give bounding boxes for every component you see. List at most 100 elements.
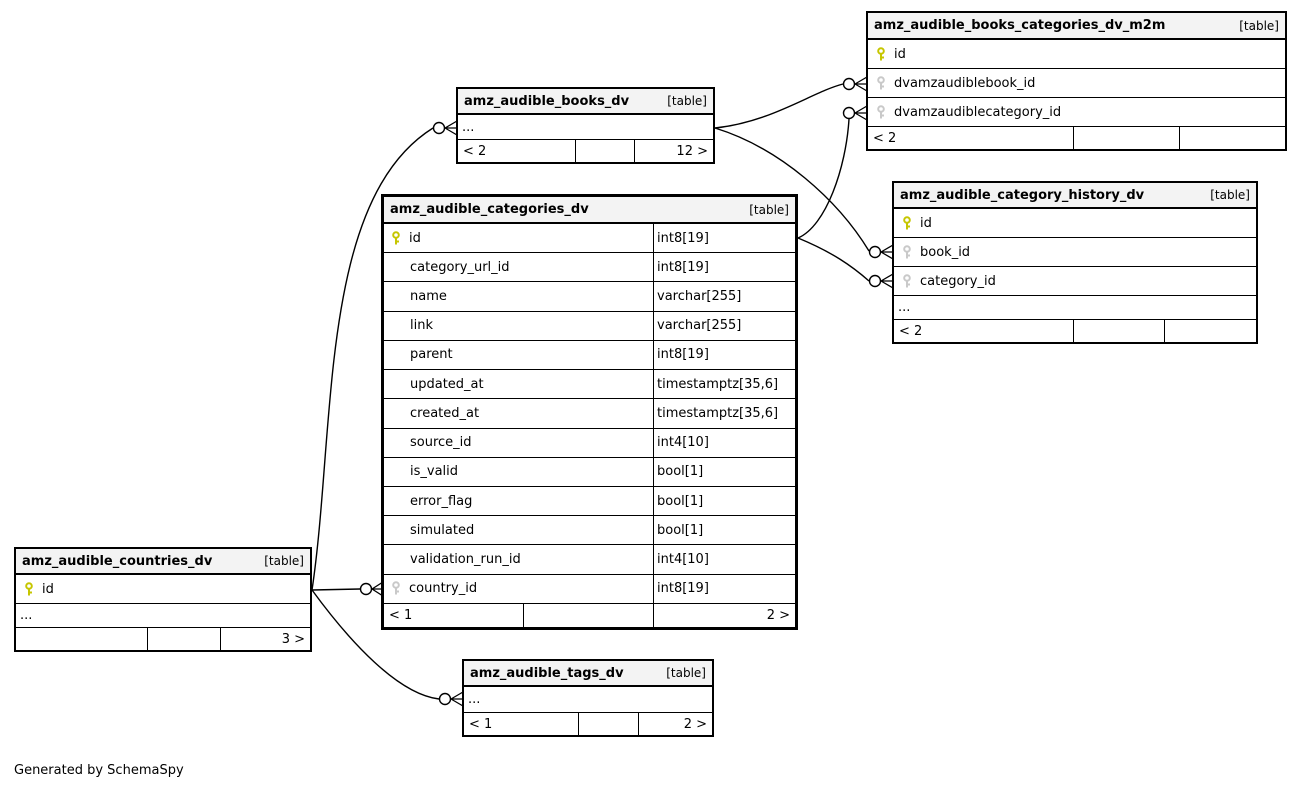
table-amz_audible_books_dv: amz_audible_books_dv [table] ... < 2 12 … — [456, 87, 715, 164]
collapsed-columns-row: ... — [894, 296, 1256, 320]
column-row-validation_run_id: validation_run_id int4[10] — [384, 545, 795, 575]
crowsfoot-connector-m2m-category — [842, 105, 868, 121]
generated-by-note: Generated by SchemaSpy — [14, 763, 184, 778]
foreign-key-icon — [902, 244, 912, 260]
column-type: int8[19] — [653, 224, 795, 253]
edge-categories-m2m — [797, 118, 850, 239]
primary-key-icon — [391, 230, 401, 246]
column-row-category_id: category_id — [894, 267, 1256, 296]
table-title: amz_audible_tags_dv — [470, 665, 624, 681]
column-type: bool[1] — [653, 486, 795, 516]
column-row-link: link varchar[255] — [384, 311, 795, 341]
table-stats-row: < 2 — [894, 320, 1256, 342]
edge-countries-tags — [311, 589, 440, 700]
column-row-simulated: simulated bool[1] — [384, 516, 795, 546]
foreign-key-icon — [902, 273, 912, 289]
table-stats-row: 3 > — [16, 628, 310, 650]
crowsfoot-connector-m2m-book — [842, 76, 868, 92]
column-row-parent: parent int8[19] — [384, 340, 795, 371]
collapsed-columns-row: ... — [464, 687, 712, 713]
footer-stat-left: < 1 — [389, 607, 413, 623]
table-amz_audible_categories_dv: amz_audible_categories_dv [table] id int… — [381, 194, 798, 630]
table-header[interactable]: amz_audible_books_dv [table] — [458, 89, 713, 115]
table-header[interactable]: amz_audible_category_history_dv [table] — [894, 183, 1256, 209]
column-type: varchar[255] — [653, 311, 795, 340]
table-header[interactable]: amz_audible_categories_dv [table] — [384, 197, 795, 224]
table-tag: [table] — [264, 554, 304, 568]
column-row-id: id int8[19] — [384, 224, 795, 254]
table-header[interactable]: amz_audible_books_categories_dv_m2m [tab… — [868, 13, 1285, 40]
primary-key-icon — [902, 215, 912, 231]
column-name: simulated — [410, 522, 475, 538]
crowsfoot-connector-history-book — [868, 244, 894, 260]
footer-stat-right — [1164, 320, 1256, 342]
column-type: int8[19] — [653, 340, 795, 370]
footer-stat-right: 2 > — [638, 713, 712, 735]
column-type: bool[1] — [653, 516, 795, 545]
edge-countries-books — [311, 127, 434, 591]
column-name: id — [920, 215, 932, 231]
edge-categories-history — [797, 237, 870, 282]
column-type: int8[19] — [653, 253, 795, 282]
column-name: country_id — [409, 581, 478, 597]
collapsed-columns-row: ... — [458, 115, 713, 140]
foreign-key-icon — [876, 104, 886, 120]
table-title: amz_audible_books_categories_dv_m2m — [874, 18, 1166, 33]
edge-countries-categories — [311, 588, 361, 591]
footer-stat-right: 2 > — [653, 603, 795, 627]
crowsfoot-connector-categories-country — [359, 581, 384, 597]
table-amz_audible_tags_dv: amz_audible_tags_dv [table] ... < 1 2 > — [462, 659, 714, 737]
table-stats-row: < 2 12 > — [458, 140, 713, 162]
column-row-id: id — [868, 40, 1285, 69]
column-type: timestamptz[35,6] — [653, 370, 795, 399]
collapsed-columns-row: ... — [16, 604, 310, 628]
column-row-updated_at: updated_at timestamptz[35,6] — [384, 370, 795, 400]
edge-books-m2m — [714, 83, 844, 129]
footer-stat-mid — [578, 713, 638, 735]
footer-stat-left: < 2 — [873, 130, 897, 146]
primary-key-icon — [876, 46, 886, 62]
table-title: amz_audible_categories_dv — [390, 202, 589, 217]
table-header[interactable]: amz_audible_tags_dv [table] — [464, 661, 712, 687]
column-row-error_flag: error_flag bool[1] — [384, 486, 795, 517]
column-name: is_valid — [410, 464, 459, 480]
footer-stat-mid — [1073, 127, 1179, 149]
column-name: book_id — [920, 244, 971, 260]
table-tag: [table] — [666, 666, 706, 680]
column-row-country_id: country_id int8[19] — [384, 574, 795, 604]
table-tag: [table] — [1239, 18, 1279, 33]
column-row-id: id — [16, 575, 310, 604]
column-name: validation_run_id — [410, 552, 521, 568]
table-amz_audible_countries_dv: amz_audible_countries_dv [table] id ... … — [14, 547, 312, 652]
column-name: parent — [410, 347, 453, 363]
column-row-book_id: book_id — [894, 238, 1256, 267]
column-name: dvamzaudiblebook_id — [894, 75, 1036, 91]
column-name: name — [410, 289, 447, 305]
column-type: timestamptz[35,6] — [653, 399, 795, 428]
table-header[interactable]: amz_audible_countries_dv [table] — [16, 549, 310, 575]
table-amz_audible_books_categories_dv_m2m: amz_audible_books_categories_dv_m2m [tab… — [866, 11, 1287, 151]
column-row-category_url_id: category_url_id int8[19] — [384, 253, 795, 283]
column-type: int4[10] — [653, 545, 795, 574]
foreign-key-icon — [391, 581, 401, 596]
table-tag: [table] — [667, 94, 707, 108]
footer-stat-left — [16, 628, 147, 650]
table-amz_audible_category_history_dv: amz_audible_category_history_dv [table] … — [892, 181, 1258, 344]
footer-stat-mid — [1073, 320, 1164, 342]
table-title: amz_audible_countries_dv — [22, 553, 213, 569]
column-row-is_valid: is_valid bool[1] — [384, 457, 795, 487]
table-title: amz_audible_category_history_dv — [900, 187, 1145, 203]
column-name: category_url_id — [410, 259, 510, 275]
table-stats-row: < 1 2 > — [384, 603, 795, 627]
column-row-source_id: source_id int4[10] — [384, 428, 795, 458]
column-name: error_flag — [410, 493, 473, 509]
column-name: updated_at — [410, 376, 484, 392]
crowsfoot-connector-books — [432, 120, 458, 136]
primary-key-icon — [24, 581, 34, 597]
crowsfoot-connector-tags — [438, 691, 464, 707]
footer-stat-right: 12 > — [634, 140, 713, 162]
column-name: category_id — [920, 273, 996, 289]
crowsfoot-connector-history-category — [868, 273, 894, 289]
column-row-created_at: created_at timestamptz[35,6] — [384, 399, 795, 429]
